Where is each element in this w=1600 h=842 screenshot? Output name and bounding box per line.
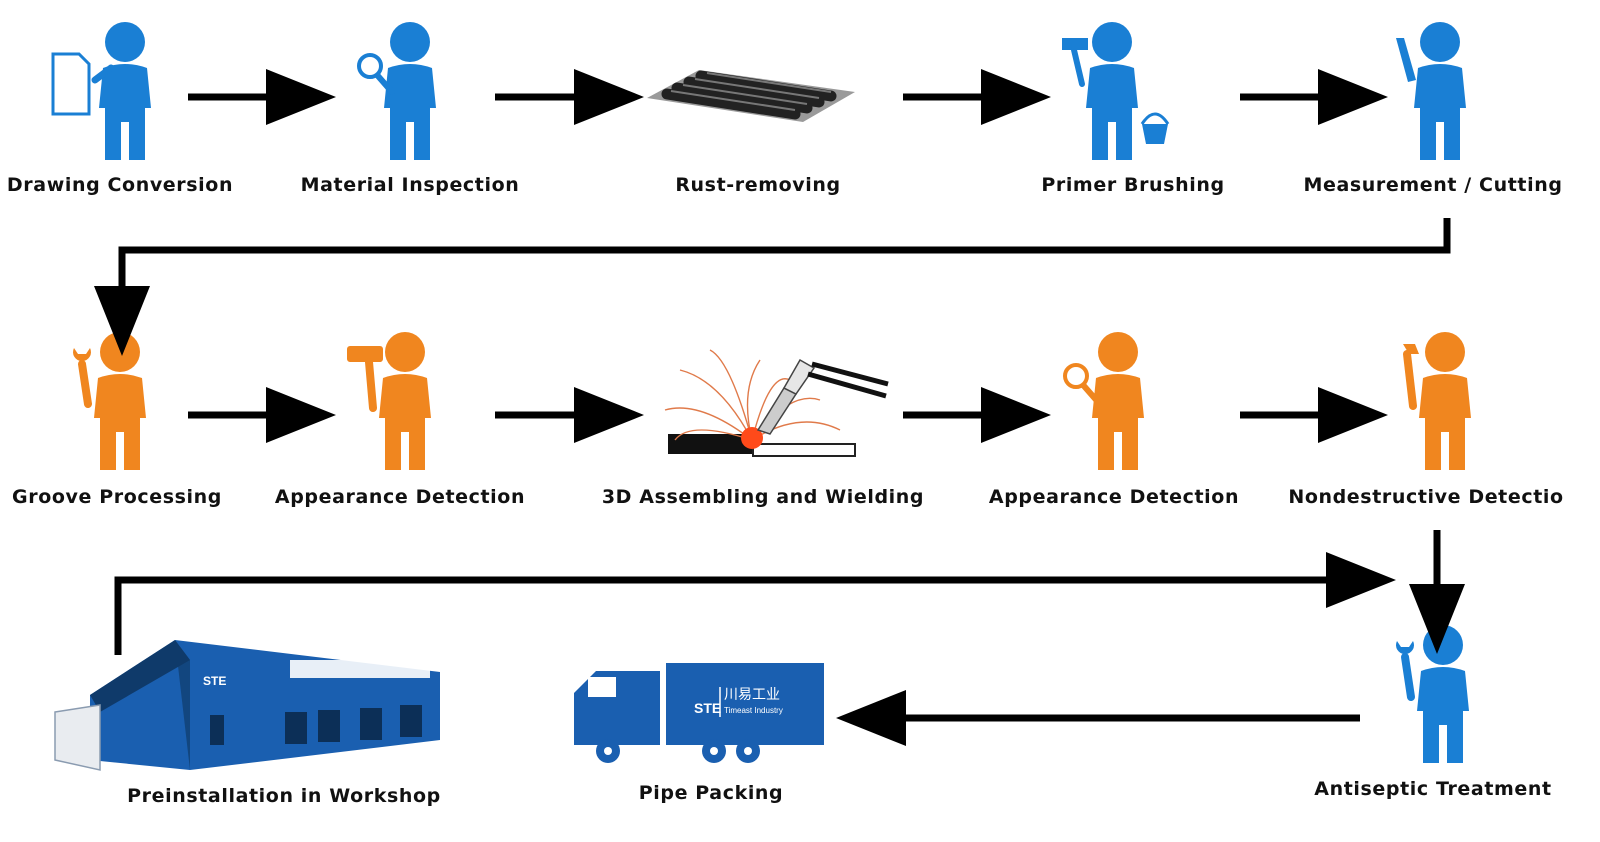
step-label-measurement-cutting: Measurement / Cutting [1303, 174, 1563, 196]
step-label-appearance-detection-1: Appearance Detection [274, 486, 526, 508]
step-label-appearance-detection-2: Appearance Detection [988, 486, 1240, 508]
welding-icon [664, 349, 889, 457]
person-magnifier-icon [1063, 332, 1144, 470]
truck-icon: STE 川易工业 Timeast Industry [574, 663, 824, 763]
step-label-groove-processing: Groove Processing [12, 486, 222, 508]
warehouse-icon: STE [54, 640, 440, 771]
person-document-icon [51, 22, 151, 160]
step-label-pipe-packing: Pipe Packing [638, 782, 784, 804]
step-label-rust-removing: Rust-removing [675, 174, 841, 196]
step-label-preinstallation-workshop: Preinstallation in Workshop [127, 785, 441, 807]
person-wrench-icon [73, 332, 146, 470]
step-label-material-inspection: Material Inspection [300, 174, 520, 196]
warehouse-logo-brand: STE [203, 674, 226, 688]
person-hammer-icon [347, 332, 431, 470]
flow-arrows [94, 69, 1465, 746]
step-label-antiseptic-treatment: Antiseptic Treatment [1314, 778, 1552, 800]
step-label-nondestructive-detection: Nondestructive Detectio [1288, 486, 1564, 508]
step-label-drawing-conversion: Drawing Conversion [6, 174, 234, 196]
person-wrench-icon [1396, 625, 1469, 763]
step-label-primer-brushing: Primer Brushing [1041, 174, 1225, 196]
person-magnifier-icon [357, 22, 436, 160]
truck-logo-chinese: 川易工业 [724, 687, 780, 703]
pipes-icon [647, 70, 855, 122]
person-ruler-icon [1396, 22, 1466, 160]
truck-logo-brand: STE [694, 700, 721, 716]
person-pipe-wrench-icon [1403, 332, 1471, 470]
truck-logo-english: Timeast Industry [724, 706, 783, 715]
person-brush-bucket-icon [1062, 22, 1170, 160]
step-label-3d-assembling-welding: 3D Assembling and Wielding [601, 486, 925, 508]
